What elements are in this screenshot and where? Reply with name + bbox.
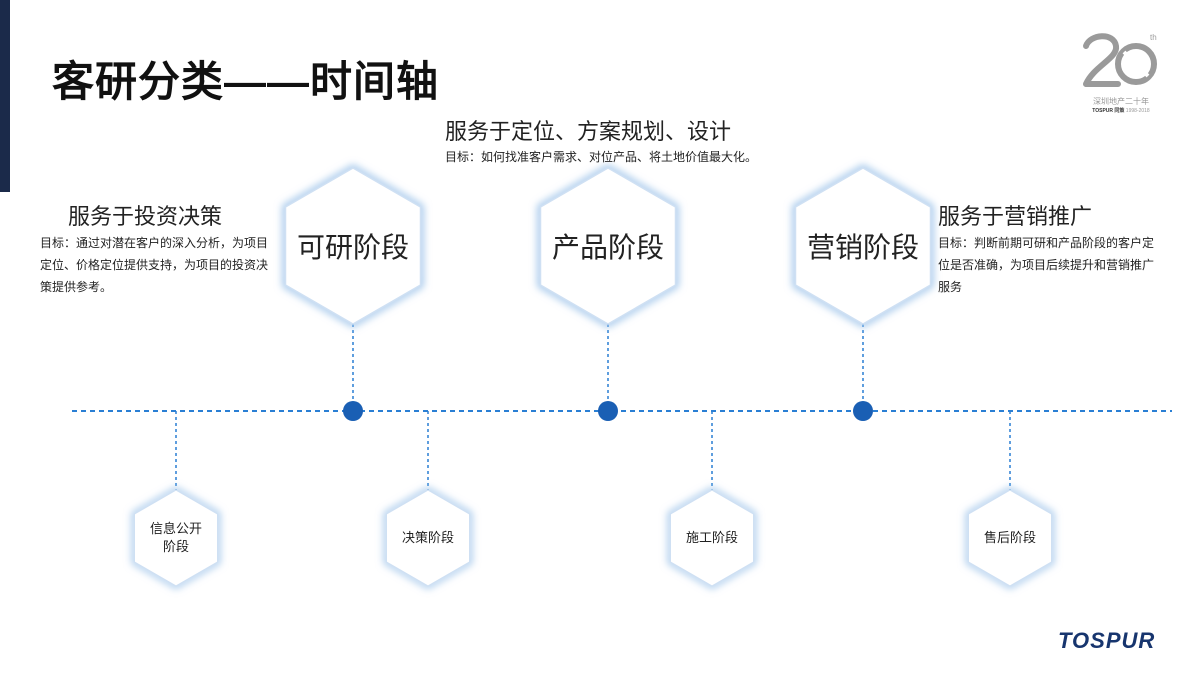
- twenty-anniversary-icon: th: [1083, 33, 1157, 87]
- hexagon-product: [539, 167, 677, 325]
- left-accent-bar: [0, 0, 10, 192]
- substage-label-construction: 施工阶段: [685, 530, 739, 545]
- logo-caption: 深圳地产二十年: [1093, 97, 1149, 106]
- timeline-node-marketing: [853, 401, 873, 421]
- timeline-node-feasibility: [343, 401, 363, 421]
- hexagon-decision: [385, 489, 471, 587]
- anniversary-logo: th 深圳地产二十年 TOSPUR 同策 1998-2018: [1080, 30, 1162, 126]
- logo-brand-text: TOSPUR 同策: [1092, 108, 1125, 114]
- logo-superscript: th: [1150, 33, 1157, 42]
- hexagon-construction: [669, 489, 755, 587]
- hexagon-marketing: [794, 167, 932, 325]
- substage-label-info: 信息公开 阶段: [150, 520, 202, 556]
- tospur-logo: TOSPUR: [1058, 628, 1156, 653]
- feasibility-desc: 目标：通过对潜在客户的深入分析，为项目定位、价格定位提供支持，为项目的投资决策提…: [40, 236, 269, 294]
- product-desc: 目标：如何找准客户需求、对位产品、将土地价值最大化。: [445, 150, 758, 164]
- stage-label-product: 产品阶段: [551, 232, 665, 263]
- substage-label-decision: 决策阶段: [401, 530, 455, 545]
- timeline-node-product: [598, 401, 618, 421]
- marketing-title: 服务于营销推广: [938, 204, 1093, 229]
- substage-info-line2: 阶段: [162, 539, 190, 554]
- product-title: 服务于定位、方案规划、设计: [445, 119, 732, 144]
- hexagon-aftersales: [967, 489, 1053, 587]
- hexagon-info: [133, 489, 219, 587]
- stage-label-feasibility: 可研阶段: [296, 232, 410, 263]
- substage-info-line1: 信息公开: [149, 521, 203, 536]
- page-title: 客研分类——时间轴: [52, 58, 440, 105]
- logo-years-text: 1998-2018: [1125, 108, 1150, 114]
- marketing-desc: 目标：判断前期可研和产品阶段的客户定位是否准确，为项目后续提升和营销推广服务: [938, 236, 1155, 294]
- stage-label-marketing: 营销阶段: [806, 232, 920, 263]
- hexagon-feasibility: [284, 167, 422, 325]
- logo-years: TOSPUR 同策 1998-2018: [1080, 107, 1162, 114]
- feasibility-title: 服务于投资决策: [68, 204, 223, 229]
- substage-label-aftersales: 售后阶段: [983, 530, 1037, 545]
